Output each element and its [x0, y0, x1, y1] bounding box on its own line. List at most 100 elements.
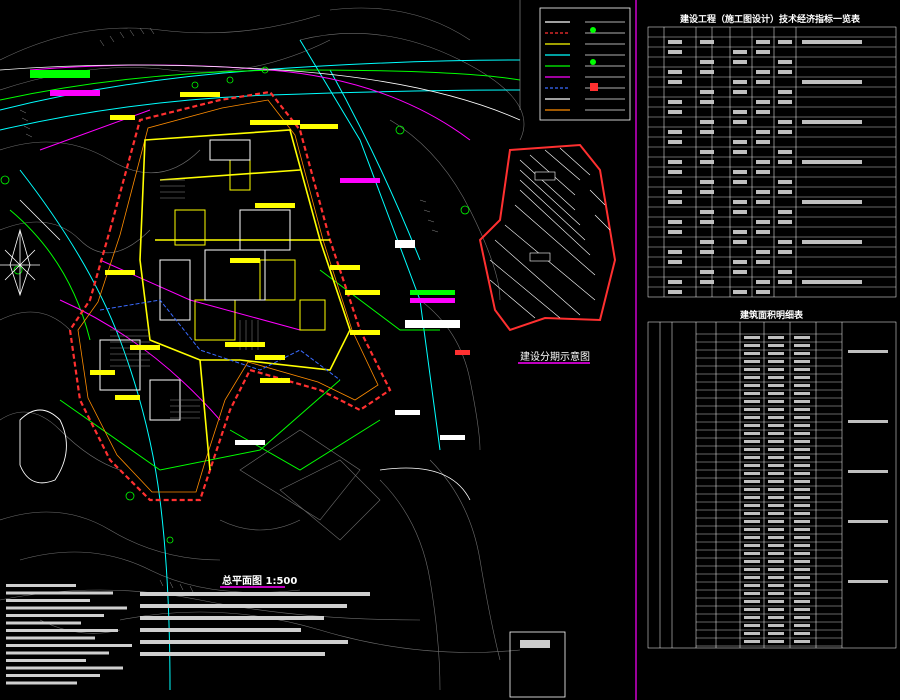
table-cell-text: [768, 464, 784, 467]
legend-panel: [539, 7, 631, 121]
table-cell-text: [756, 140, 770, 144]
table-cell-text: [744, 344, 760, 347]
table-cell-text: [794, 344, 810, 347]
table-cell-text: [768, 360, 784, 363]
table-cell-text: [733, 50, 747, 54]
table-cell-text: [744, 504, 760, 507]
table-cell-text: [744, 456, 760, 459]
table-cell-text: [768, 568, 784, 571]
table-cell-text: [794, 584, 810, 587]
table-cell-text: [768, 600, 784, 603]
table-cell-text: [768, 480, 784, 483]
table-cell-text: [778, 60, 792, 64]
table-cell-text: [744, 360, 760, 363]
table-cell-text: [794, 352, 810, 355]
table-cell-text: [794, 640, 810, 643]
table-cell-text: [768, 440, 784, 443]
table-cell-text: [756, 200, 770, 204]
table-cell-text: [744, 480, 760, 483]
table-cell-text: [733, 140, 747, 144]
table-cell-text: [733, 60, 747, 64]
table-cell-text: [768, 400, 784, 403]
table-cell-text: [794, 512, 810, 515]
table-cell-text: [744, 600, 760, 603]
table-cell-text: [778, 190, 792, 194]
table-cell-text: [733, 240, 747, 244]
table-cell-text: [668, 170, 682, 174]
table-cell-text: [733, 260, 747, 264]
table-cell-text: [756, 130, 770, 134]
table-cell-text: [700, 100, 714, 104]
note-line: [140, 652, 325, 656]
note-line: [140, 628, 301, 632]
indicator-table-title: 建设工程（施工图设计）技术经济指标一览表: [680, 15, 861, 25]
table-cell-text: [794, 448, 810, 451]
table-cell-text: [700, 70, 714, 74]
table-cell-text: [744, 640, 760, 643]
table-cell-text: [668, 100, 682, 104]
note-line: [140, 640, 348, 644]
table-cell-text: [778, 220, 792, 224]
title-stamp: [509, 631, 566, 698]
table-cell-text: [744, 560, 760, 563]
table-cell-text: [778, 120, 792, 124]
table-cell-text: [768, 456, 784, 459]
table-cell-text: [848, 580, 888, 583]
title-stamp-label: [520, 640, 550, 648]
table-cell-text: [778, 180, 792, 184]
table-cell-text: [668, 290, 682, 294]
table-cell-text: [778, 210, 792, 214]
table-cell-text: [668, 260, 682, 264]
note-line: [6, 644, 132, 647]
area-detail-table-rows: [696, 333, 842, 647]
table-cell-text: [768, 432, 784, 435]
table-cell-text: [756, 230, 770, 234]
table-cell-text: [794, 624, 810, 627]
table-cell-text: [794, 496, 810, 499]
table-cell-text: [768, 416, 784, 419]
phase-diagram-title: 建设分期示意图: [520, 352, 590, 363]
table-cell-text: [744, 408, 760, 411]
table-cell-text: [756, 280, 770, 284]
table-cell-text: [700, 120, 714, 124]
indicator-table: [647, 26, 897, 298]
table-cell-text: [794, 456, 810, 459]
table-cell-text: [668, 130, 682, 134]
table-cell-text: [668, 230, 682, 234]
table-cell-text: [744, 416, 760, 419]
table-cell-text: [768, 560, 784, 563]
table-cell-text: [794, 576, 810, 579]
note-line: [6, 621, 81, 625]
table-cell-text: [768, 520, 784, 523]
table-cell-text: [744, 432, 760, 435]
table-cell-text: [768, 352, 784, 355]
table-cell-text: [768, 576, 784, 579]
table-cell-text: [744, 488, 760, 491]
table-cell-text: [733, 230, 747, 234]
table-cell-text: [768, 472, 784, 475]
table-cell-text: [744, 448, 760, 451]
table-cell-text: [744, 528, 760, 531]
table-cell-text: [768, 496, 784, 499]
table-cell-text: [768, 512, 784, 515]
note-line: [6, 584, 76, 587]
note-line: [6, 636, 95, 640]
table-cell-text: [700, 180, 714, 184]
table-cell-text: [668, 50, 682, 54]
table-cell-text: [768, 616, 784, 619]
table-cell-text: [794, 560, 810, 563]
table-cell-text: [756, 100, 770, 104]
table-cell-text: [794, 368, 810, 371]
table-cell-text: [668, 80, 682, 84]
note-line: [6, 659, 86, 662]
table-cell-text: [768, 504, 784, 507]
table-cell-text: [668, 190, 682, 194]
table-cell-text: [744, 352, 760, 355]
table-cell-text: [778, 280, 792, 284]
survey-markers: [0, 66, 470, 544]
table-cell-text: [700, 130, 714, 134]
table-cell-text: [768, 528, 784, 531]
note-line: [140, 592, 370, 596]
hillside-hatching: [19, 27, 439, 593]
table-cell-text: [700, 150, 714, 154]
